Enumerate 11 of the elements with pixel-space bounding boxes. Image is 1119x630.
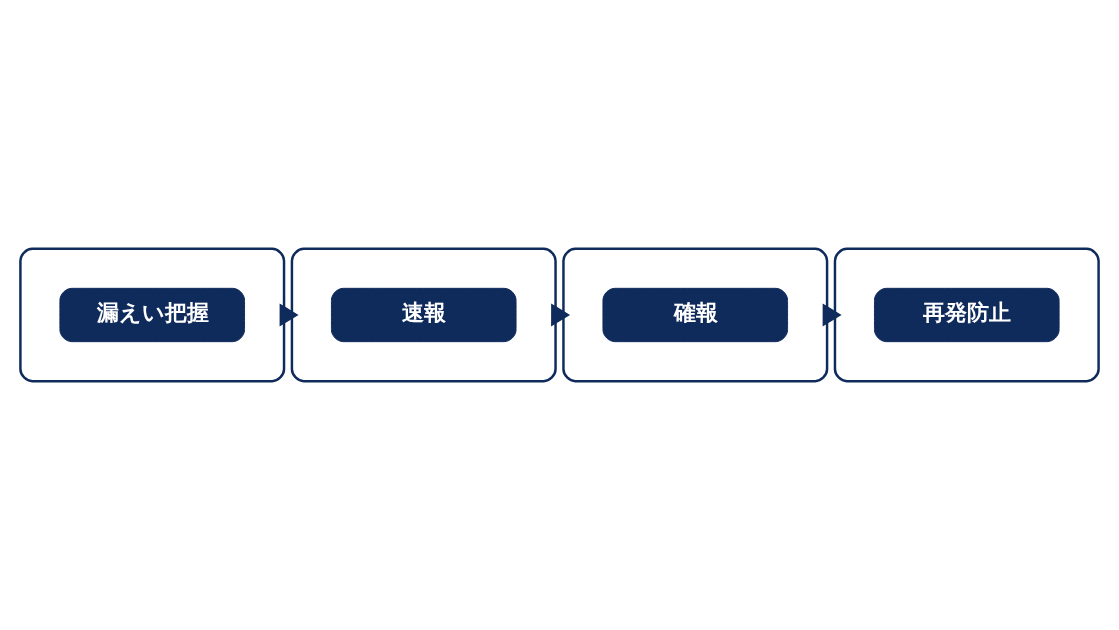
node-box: 確報 [602, 287, 789, 343]
cluster [19, 247, 286, 383]
arrow [551, 303, 571, 327]
node-box: 再発防止 [873, 287, 1060, 343]
arrow [279, 303, 299, 327]
cluster [290, 247, 557, 383]
cluster [833, 247, 1100, 383]
node-box: 速報 [330, 287, 517, 343]
arrow [822, 303, 842, 327]
node-box: 漏えい把握 [59, 287, 246, 343]
cluster [562, 247, 829, 383]
